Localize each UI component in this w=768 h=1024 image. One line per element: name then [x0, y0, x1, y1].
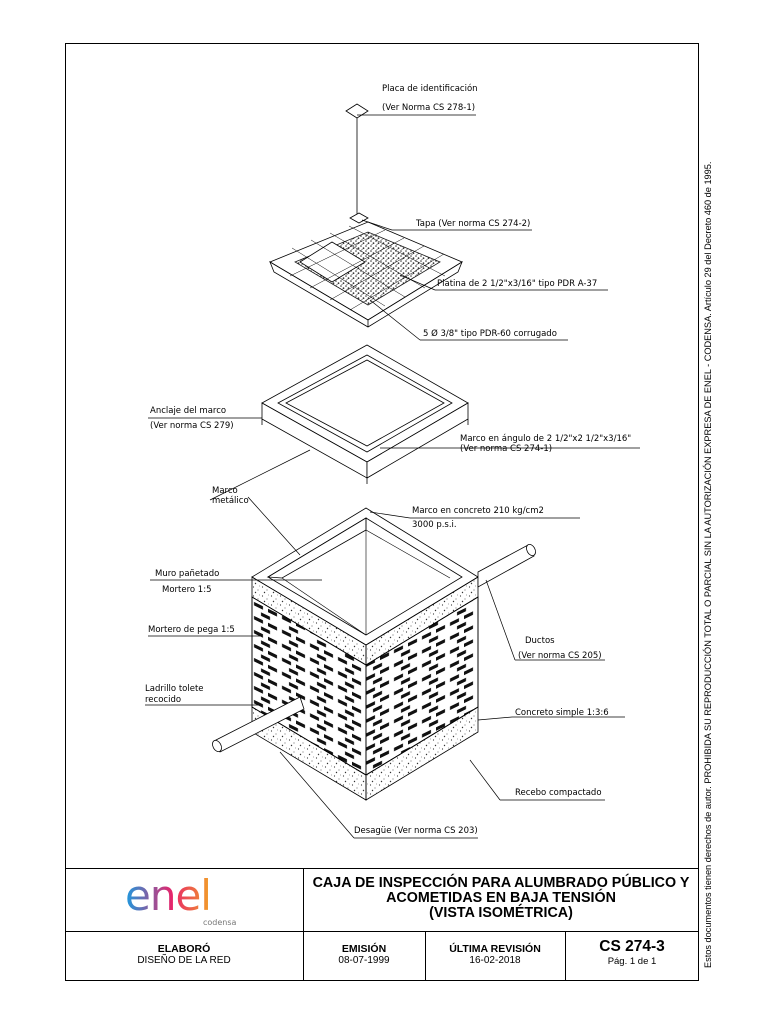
elaboro-label: ELABORÓ — [157, 943, 211, 955]
emision-value: 08-07-1999 — [338, 955, 390, 966]
label-marco-angulo: Marco en ángulo de 2 1/2"x2 1/2"x3/16" — [460, 434, 632, 444]
label-anclaje-marco: Anclaje del marco — [150, 406, 227, 416]
label-ductos: Ductos — [525, 636, 555, 646]
label-desague: Desagüe (Ver norma CS 203) — [354, 826, 478, 836]
label-marco-metalico-1: Marco — [212, 486, 238, 496]
label-varillas: 5 Ø 3/8" tipo PDR-60 corrugado — [423, 329, 557, 339]
label-muro-panetado: Muro pañetado — [155, 569, 220, 579]
angle-frame-marco — [261, 344, 469, 484]
document-title: CAJA DE INSPECCIÓN PARA ALUMBRADO PÚBLIC… — [303, 876, 699, 932]
label-ladrillo-1: Ladrillo tolete — [145, 684, 204, 694]
revision-label: ÚLTIMA REVISIÓN — [449, 943, 541, 955]
label-ductos-ref: (Ver norma CS 205) — [518, 651, 602, 661]
title-line-2: ACOMETIDAS EN BAJA TENSIÓN — [386, 890, 616, 906]
elaboro-cell: ELABORÓ DISEÑO DE LA RED — [65, 943, 303, 966]
ducts — [212, 543, 536, 753]
enel-logo-wordmark: enel — [125, 871, 211, 920]
label-anclaje-ref: (Ver norma CS 279) — [150, 421, 234, 431]
label-concreto-simple: Concreto simple 1:3:6 — [515, 708, 609, 718]
copyright-note: Estos documentos tienen derechos de auto… — [703, 161, 713, 968]
label-tapa: Tapa (Ver norma CS 274-2) — [416, 219, 531, 229]
inspection-box-body — [251, 507, 479, 801]
code-cell: CS 274-3 Pág. 1 de 1 — [565, 938, 699, 967]
emision-label: EMISIÓN — [341, 943, 387, 955]
label-placa-ref: (Ver Norma CS 278-1) — [382, 103, 476, 113]
codensa-subtitle: codensa — [203, 918, 237, 927]
title-block-grid — [65, 868, 699, 981]
revision-cell: ÚLTIMA REVISIÓN 16-02-2018 — [425, 943, 565, 966]
label-mortero: Mortero 1:5 — [162, 585, 212, 595]
title-line-1: CAJA DE INSPECCIÓN PARA ALUMBRADO PÚBLIC… — [312, 875, 690, 891]
title-line-3: (VISTA ISOMÉTRICA) — [429, 905, 573, 921]
document-code: CS 274-3 — [599, 938, 665, 955]
label-marco-metalico-2: metálico — [212, 496, 249, 506]
label-recebo: Recebo compactado — [515, 788, 602, 798]
label-mortero-pega: Mortero de pega 1:5 — [148, 625, 235, 635]
label-marco-concreto: Marco en concreto 210 kg/cm2 — [412, 506, 544, 516]
lid-tapa — [269, 221, 463, 328]
label-platina: Platina de 2 1/2"x3/16" tipo PDR A-37 — [437, 279, 598, 289]
identification-plate — [345, 103, 369, 224]
elaboro-value: DISEÑO DE LA RED — [137, 955, 231, 966]
leader-lines — [145, 114, 640, 839]
label-marco-concreto-psi: 3000 p.s.i. — [412, 520, 457, 530]
label-placa-identificacion: Placa de identificación — [382, 84, 478, 94]
revision-value: 16-02-2018 — [469, 955, 521, 966]
page-number: Pág. 1 de 1 — [607, 956, 657, 967]
emision-cell: EMISIÓN 08-07-1999 — [303, 943, 425, 966]
isometric-drawing — [145, 103, 640, 839]
label-ladrillo-2: recocido — [145, 695, 182, 705]
enel-logo: enel codensa — [65, 868, 303, 931]
label-marco-angulo-ref: (Ver norma CS 274-1) — [460, 444, 553, 454]
title-block: enel codensa CAJA DE INSPECCIÓN PARA ALU… — [65, 868, 699, 981]
